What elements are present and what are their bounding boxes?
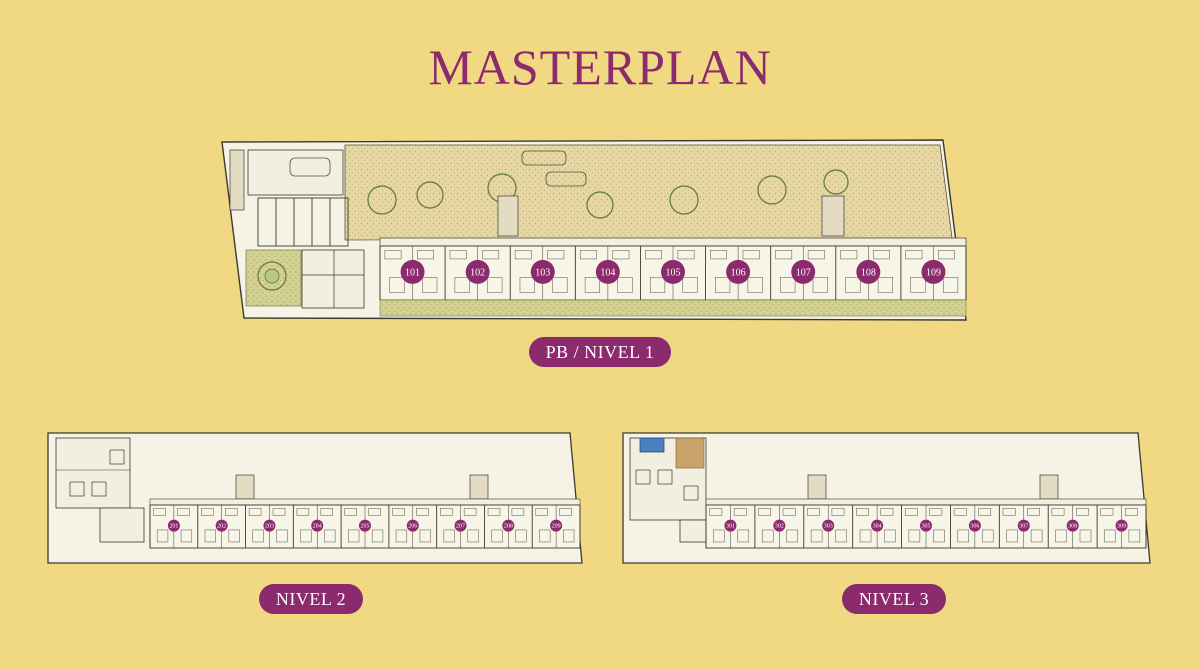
floorplan-ground-level: 101 102 103 104 105 106 107 108 109 [221,139,967,321]
unit-badge[interactable] [550,519,563,532]
floor-label-level-3[interactable]: NIVEL 3 [842,584,946,614]
unit-strip-ground: 101 102 103 104 105 106 107 108 109 [379,245,967,301]
unit-badge[interactable] [359,519,371,532]
unit-number: 205 [361,524,370,530]
unit-number: 108 [861,267,876,278]
unit-badge[interactable] [465,259,490,284]
unit-badge[interactable] [871,519,884,532]
page-title: MASTERPLAN [428,39,772,95]
unit-badge[interactable] [1115,519,1128,532]
unit-badge[interactable] [773,519,786,532]
unit-number: 106 [731,267,746,278]
unit-number: 207 [456,524,465,530]
unit-badge[interactable] [454,519,467,532]
unit-badge[interactable] [311,519,324,532]
floor-label-level-2[interactable]: NIVEL 2 [259,584,363,614]
unit-strip-level-2: 201 202 203 204 205 206 207 208 209 [149,504,581,549]
unit-badge[interactable] [661,259,685,284]
unit-strip-level-3: 301 302 303 304 305 306 307 308 309 [705,504,1147,549]
unit-number: 203 [265,524,274,530]
floor-label-ground[interactable]: PB / NIVEL 1 [529,337,671,367]
unit-badge[interactable] [215,519,228,532]
floorplan-level-3: 301 302 303 304 305 306 307 308 309 [622,432,1151,564]
unit-number: 309 [1117,524,1126,530]
unit-number: 304 [873,524,882,530]
unit-badge[interactable] [724,519,737,532]
unit-badge[interactable] [502,519,515,532]
unit-badge[interactable] [406,519,419,532]
unit-badge[interactable] [968,519,981,532]
unit-number: 101 [405,267,420,278]
unit-number: 305 [922,524,931,530]
unit-number: 307 [1019,524,1028,530]
unit-badge[interactable] [822,519,835,532]
unit-number: 103 [535,267,550,278]
unit-badge[interactable] [263,519,276,532]
unit-badge[interactable] [921,259,946,284]
unit-badge[interactable] [920,519,932,532]
unit-badge[interactable] [726,259,751,284]
unit-number: 202 [217,524,226,530]
unit-number: 206 [408,524,417,530]
unit-number: 104 [600,267,615,278]
unit-number: 204 [313,524,322,530]
unit-badge[interactable] [167,519,180,532]
floorplan-level-2: 201 202 203 204 205 206 207 208 209 [47,432,583,564]
unit-number: 105 [666,267,681,278]
unit-number: 301 [726,524,735,530]
unit-badge[interactable] [400,259,425,284]
unit-number: 308 [1068,524,1077,530]
unit-number: 102 [470,267,485,278]
unit-number: 209 [552,524,561,530]
unit-badge[interactable] [791,259,816,284]
unit-badge[interactable] [595,259,620,284]
unit-badge[interactable] [1066,519,1079,532]
unit-number: 302 [775,524,784,530]
unit-number: 107 [796,267,811,278]
unit-badge[interactable] [856,259,881,284]
unit-number: 109 [926,267,941,278]
unit-number: 201 [169,524,178,530]
unit-number: 306 [970,524,979,530]
unit-number: 208 [504,524,513,530]
unit-badge[interactable] [530,259,555,284]
unit-badge[interactable] [1017,519,1030,532]
unit-number: 303 [824,524,833,530]
